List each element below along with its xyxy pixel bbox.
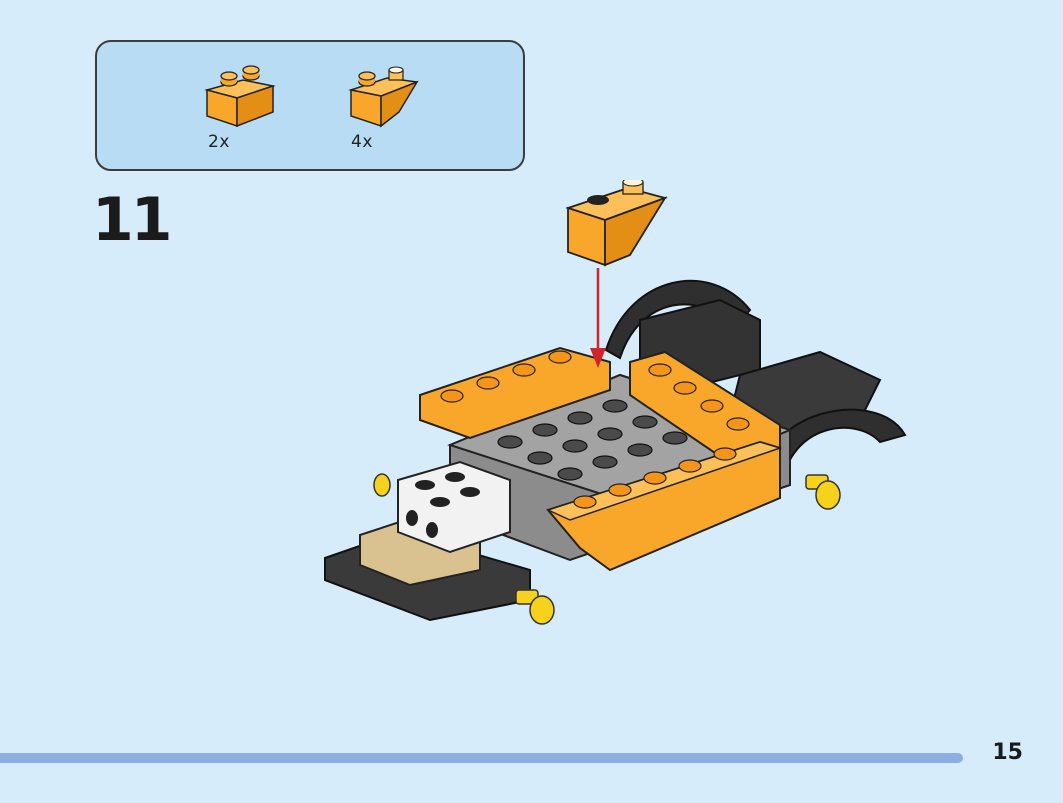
orange-slope-brick-icon: [348, 66, 419, 128]
part-quantity: 2x: [208, 132, 230, 152]
placement-arrow: [590, 268, 606, 368]
page-number: 15: [992, 740, 1023, 765]
orange-brick-rear-left: [419, 346, 611, 440]
part-quantity: 4x: [351, 132, 373, 152]
yellow-axle-pins: [373, 473, 841, 625]
orange-brick-1x2-icon: [204, 65, 276, 128]
headlight-studs: [406, 472, 480, 538]
step-number: 11: [92, 185, 172, 255]
parts-callout: 2x 4x: [95, 40, 525, 171]
chassis-studs: [497, 399, 688, 481]
car-model-illustration: [324, 180, 907, 625]
page-progress-bar: [0, 753, 963, 763]
part-orange-brick-1x2: 2x: [203, 64, 293, 164]
part-orange-slope-brick: 4x: [347, 64, 437, 164]
incoming-orange-slope-brick: [565, 180, 668, 267]
front-wheel-arch: [758, 408, 907, 487]
